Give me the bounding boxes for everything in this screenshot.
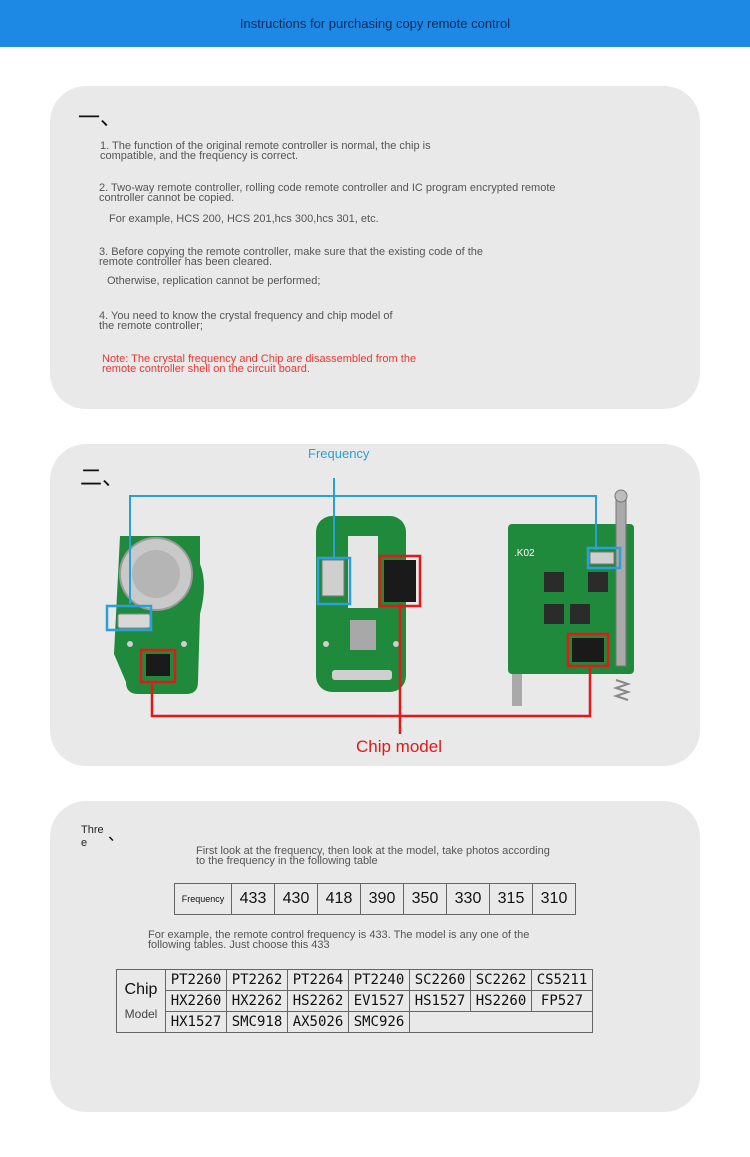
- section-1-number: 一、: [78, 106, 123, 131]
- chip-cell: SC2262: [470, 969, 532, 991]
- section-2-number: 二、: [80, 466, 125, 491]
- header-title: Instructions for purchasing copy remote …: [239, 16, 511, 31]
- disassembly-note: Note: The crystal frequency and Chip are…: [102, 353, 417, 375]
- chip-cell: PT2264: [287, 969, 349, 991]
- freq-cell: 430: [274, 883, 318, 915]
- section-1-card: 一、 1. The function of the original remot…: [50, 86, 700, 409]
- instruction-1: 1. The function of the original remote c…: [100, 140, 431, 162]
- freq-cell: 433: [231, 883, 275, 915]
- pcb-board-2: [316, 516, 416, 692]
- frequency-table-label: Frequency: [174, 883, 232, 915]
- section-3-number: Thre e: [81, 824, 104, 849]
- freq-cell: 418: [317, 883, 361, 915]
- chip-cell: SC2260: [409, 969, 471, 991]
- chip-cell: PT2240: [348, 969, 410, 991]
- chip-cell: AX5026: [287, 1011, 349, 1033]
- instruction-2-example: For example, HCS 200, HCS 201,hcs 300,hc…: [109, 213, 379, 225]
- chip-cell: HS2260: [470, 990, 532, 1012]
- chip-model-annotation: Chip model: [356, 737, 442, 756]
- chip-cell: FP527: [531, 990, 593, 1012]
- circuit-boards-illustration: .K02: [105, 478, 634, 734]
- chip-cell: HS1527: [409, 990, 471, 1012]
- frequency-table: Frequency 433 430 418 390 350 330 315 31…: [174, 883, 576, 915]
- instruction-2: 2. Two-way remote controller, rolling co…: [99, 182, 556, 204]
- board-label: .K02: [514, 548, 535, 559]
- chip-label-top: Chip: [124, 981, 158, 998]
- pcb-board-1: [114, 536, 204, 694]
- section-3-card: Thre e 、 First look at the frequency, th…: [50, 801, 700, 1112]
- section-3-intro: First look at the frequency, then look a…: [196, 845, 550, 867]
- freq-cell: 330: [446, 883, 490, 915]
- pcb-board-3: .K02: [508, 489, 634, 706]
- chip-cell: CS5211: [531, 969, 593, 991]
- section-3-number-suffix: 、: [108, 825, 125, 844]
- chip-cell: PT2260: [165, 969, 227, 991]
- chip-cell: HX2260: [165, 990, 227, 1012]
- chip-cell: SMC926: [348, 1011, 410, 1033]
- page-header: Instructions for purchasing copy remote …: [0, 0, 750, 47]
- instruction-3-note: Otherwise, replication cannot be perform…: [107, 275, 321, 287]
- instruction-4: 4. You need to know the crystal frequenc…: [99, 310, 393, 332]
- chip-cell: HX1527: [165, 1011, 227, 1033]
- freq-cell: 390: [360, 883, 404, 915]
- frequency-connectors: [105, 478, 622, 632]
- chip-cell: HS2262: [287, 990, 349, 1012]
- freq-cell: 310: [532, 883, 576, 915]
- section-2-card: 二、 Frequency Chip model .K02: [50, 444, 700, 766]
- freq-cell: 350: [403, 883, 447, 915]
- chip-label-bottom: Model: [124, 1007, 158, 1021]
- frequency-annotation: Frequency: [308, 446, 370, 461]
- freq-cell: 315: [489, 883, 533, 915]
- chip-cell: PT2262: [226, 969, 288, 991]
- chip-model-table: Chip Model PT2260 PT2262 PT2264 PT2240 S…: [116, 969, 593, 1033]
- chip-cell: EV1527: [348, 990, 410, 1012]
- chip-cell-empty: [409, 1011, 593, 1033]
- chip-model-label: Chip Model: [116, 969, 166, 1033]
- chip-connectors: [139, 554, 610, 734]
- chip-cell: SMC918: [226, 1011, 288, 1033]
- frequency-example: For example, the remote control frequenc…: [148, 929, 530, 951]
- chip-cell: HX2262: [226, 990, 288, 1012]
- instruction-3: 3. Before copying the remote controller,…: [99, 246, 483, 268]
